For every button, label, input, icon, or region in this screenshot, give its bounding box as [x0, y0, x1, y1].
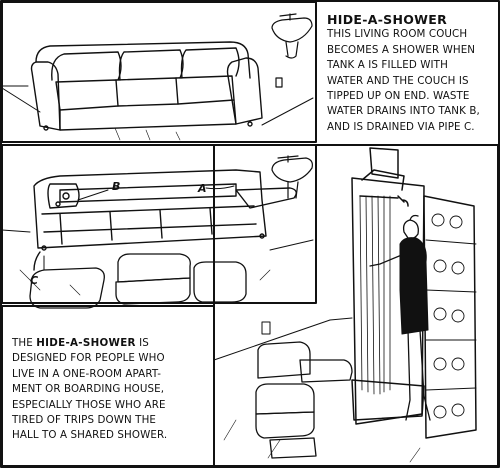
panel-2-cushions	[29, 253, 247, 309]
panel-4-towel	[399, 237, 429, 335]
panel-1-sink	[271, 13, 313, 88]
bottom-caption-lead: THE	[12, 337, 37, 349]
label-b: B	[112, 180, 120, 193]
panel-4-shower-unit	[351, 147, 477, 439]
panel-2-room	[1, 229, 314, 296]
bottom-caption-body: DESIGNED FOR PEOPLE WHO LIVE IN A ONE-RO…	[12, 352, 168, 442]
top-caption-title: HIDE-A-SHOWER	[327, 12, 448, 27]
panel-4-cushions	[255, 341, 353, 459]
panel-2-couch	[33, 169, 297, 271]
panel-4-room	[213, 317, 421, 463]
panel-2-leader-lines	[43, 185, 235, 271]
bottom-caption-title: HIDE-A-SHOWER	[36, 337, 136, 349]
panel-2-sink	[271, 155, 313, 199]
panel-1-couch	[30, 41, 263, 131]
top-caption-body: THIS LIVING ROOM COUCH BECOMES A SHOWER …	[327, 28, 480, 133]
label-c: C	[30, 274, 38, 287]
panel-1-room	[1, 85, 314, 141]
bottom-caption: THE HIDE-A-SHOWER IS DESIGNED FOR PEOPLE…	[12, 336, 212, 444]
bottom-caption-lead-line: THE HIDE-A-SHOWER IS	[12, 336, 212, 351]
label-a: A	[197, 182, 207, 195]
top-caption: HIDE-A-SHOWER THIS LIVING ROOM COUCH BEC…	[327, 12, 499, 135]
bottom-caption-lead-after: IS	[135, 337, 149, 349]
wall-outlet-icon	[261, 321, 271, 335]
panel-4-tank-grid	[425, 213, 477, 419]
